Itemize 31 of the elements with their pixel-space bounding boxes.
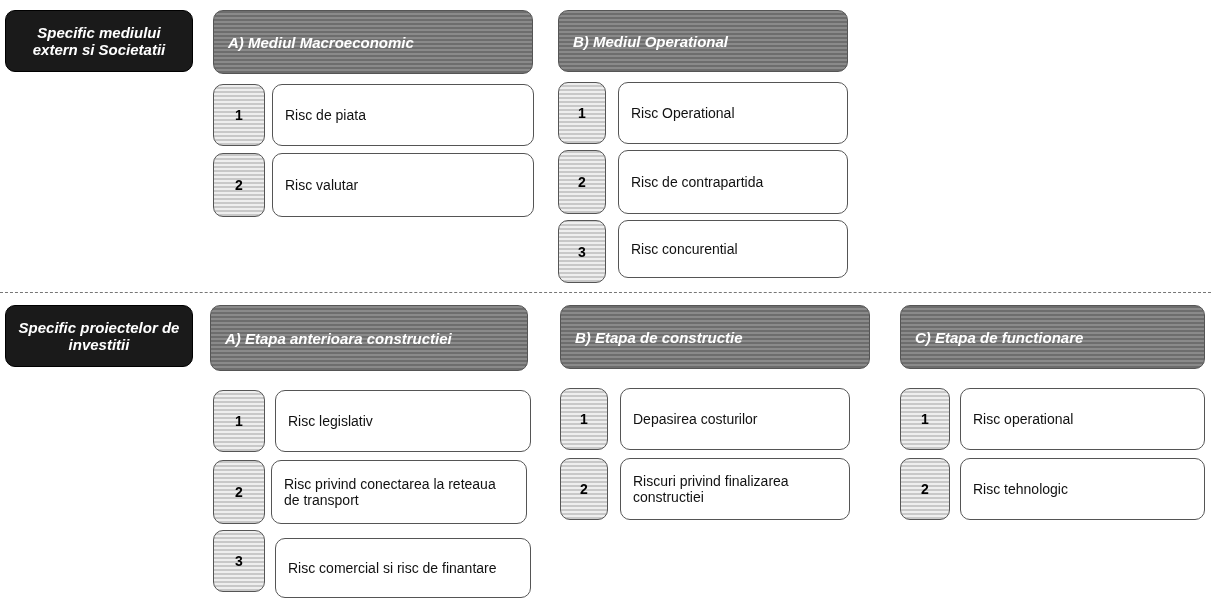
number-badge: 1 bbox=[213, 84, 265, 146]
number-badge: 2 bbox=[900, 458, 950, 520]
category-header: A) Mediul Macroeconomic bbox=[213, 10, 533, 74]
number-badge: 2 bbox=[560, 458, 608, 520]
number-badge: 1 bbox=[560, 388, 608, 450]
number-badge: 2 bbox=[213, 153, 265, 217]
number-badge: 2 bbox=[213, 460, 265, 524]
risk-box: Risc comercial si risc de finantare bbox=[275, 538, 531, 598]
number-badge: 1 bbox=[558, 82, 606, 144]
risk-box: Risc concurential bbox=[618, 220, 848, 278]
risk-box: Risc de contrapartida bbox=[618, 150, 848, 214]
risk-box: Depasirea costurilor bbox=[620, 388, 850, 450]
risk-box: Risc legislativ bbox=[275, 390, 531, 452]
risk-box: Risc privind conectarea la reteaua de transport bbox=[271, 460, 527, 524]
risk-box: Risc valutar bbox=[272, 153, 534, 217]
section-label: Specific mediului extern si Societatii bbox=[5, 10, 193, 72]
category-header: B) Mediul Operational bbox=[558, 10, 848, 72]
number-badge: 3 bbox=[558, 220, 606, 283]
risk-box: Risc de piata bbox=[272, 84, 534, 146]
risk-box: Risc tehnologic bbox=[960, 458, 1205, 520]
category-header: B) Etapa de constructie bbox=[560, 305, 870, 369]
number-badge: 2 bbox=[558, 150, 606, 214]
number-badge: 1 bbox=[900, 388, 950, 450]
risk-box: Risc Operational bbox=[618, 82, 848, 144]
section-label: Specific proiectelor de investitii bbox=[5, 305, 193, 367]
risk-box: Risc operational bbox=[960, 388, 1205, 450]
number-badge: 1 bbox=[213, 390, 265, 452]
category-header: A) Etapa anterioara constructiei bbox=[210, 305, 528, 371]
risk-box: Riscuri privind finalizarea constructiei bbox=[620, 458, 850, 520]
category-header: C) Etapa de functionare bbox=[900, 305, 1205, 369]
number-badge: 3 bbox=[213, 530, 265, 592]
